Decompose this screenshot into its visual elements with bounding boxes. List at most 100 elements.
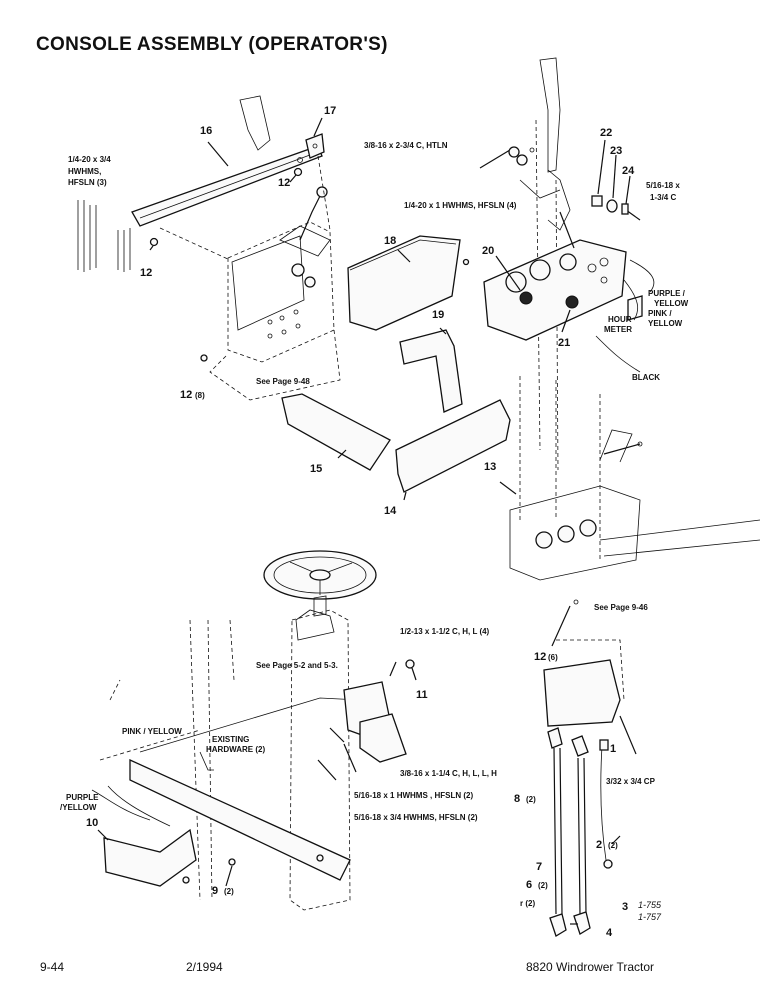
steering-pedestal xyxy=(289,595,351,911)
callout-12-lower-qty: (6) xyxy=(548,653,558,662)
note-existing-hardware: HARDWARE (2) xyxy=(206,745,265,754)
callout-labels: 1 2 (2) 3 4 6 (2) 7 8 (2) 9 (2) 10 11 12… xyxy=(86,105,635,939)
callout-20: 20 xyxy=(482,245,494,257)
note-hw-a: 1/4-20 x 3/4 xyxy=(68,155,111,164)
note-hour: HOUR xyxy=(608,315,632,324)
note-cotter-pin: 3/32 x 3/4 CP xyxy=(606,777,656,786)
note-hw-5-16-b: 5/16-18 x 3/4 HWHMS, HFSLN (2) xyxy=(354,813,478,822)
control-knobs xyxy=(549,911,591,937)
part-12-bolt-left xyxy=(200,354,208,362)
part-12-nuts-upper xyxy=(149,167,303,247)
note-see-page-5-2: See Page 5-2 and 5-3. xyxy=(256,661,338,670)
note-see-page-9-46: See Page 9-46 xyxy=(594,603,648,612)
callout-6: 6 xyxy=(526,879,532,891)
linkage-rod xyxy=(599,519,761,557)
hour-meter xyxy=(627,295,643,321)
pedestal-screws xyxy=(317,727,357,781)
note-hw-c: HFSLN (3) xyxy=(68,178,107,187)
part-21-knob xyxy=(565,295,579,309)
part-3-cable xyxy=(599,739,613,869)
note-existing: EXISTING xyxy=(212,735,249,744)
callout-2: 2 xyxy=(596,839,602,851)
callout-21: 21 xyxy=(558,337,570,349)
part-19-bracket xyxy=(399,329,463,413)
note-pink-yellow-2: YELLOW xyxy=(648,319,683,328)
callout-10: 10 xyxy=(86,817,98,829)
note-hw-5-16-a: 5/16-18 x 1 HWHMS , HFSLN (2) xyxy=(354,791,473,800)
note-purple-left: PURPLE xyxy=(66,793,99,802)
note-ref-2: 1-757 xyxy=(638,912,662,922)
note-purple-yellow-1: PURPLE / xyxy=(648,289,686,298)
part-1-box xyxy=(543,639,625,727)
note-hw-b: HWHMS, xyxy=(68,167,101,176)
htln-bolt-assembly xyxy=(479,146,561,199)
existing-hardware xyxy=(199,751,214,771)
callout-2-qty: (2) xyxy=(608,841,618,850)
part-24-bolt xyxy=(621,203,641,221)
part-11-bolt xyxy=(389,659,415,677)
callout-22: 22 xyxy=(600,127,612,139)
note-ref-1: 1-755 xyxy=(638,900,662,910)
bracket-left-lower xyxy=(343,681,407,763)
part-22-spacer xyxy=(591,195,603,207)
part-20-knob xyxy=(519,291,533,305)
callout-1: 1 xyxy=(610,743,616,755)
control-valve-block xyxy=(509,376,643,581)
note-c24b: 1-3/4 C xyxy=(650,193,676,202)
callout-18: 18 xyxy=(384,235,396,247)
note-pink-yellow-1: PINK / xyxy=(648,309,672,318)
part-17-bracket xyxy=(305,133,325,159)
callout-12-upper: 12 xyxy=(278,177,290,189)
note-yellow-left: /YELLOW xyxy=(60,803,97,812)
part-13-screw xyxy=(499,481,517,495)
callout-4: 4 xyxy=(606,927,613,939)
callout-19: 19 xyxy=(432,309,444,321)
steering-wheel xyxy=(263,550,377,600)
page-title: CONSOLE ASSEMBLY (OPERATOR'S) xyxy=(36,34,388,55)
note-hw4: 1/4-20 x 1 HWHMS, HFSLN (4) xyxy=(404,201,517,210)
console-bracket xyxy=(209,186,341,401)
note-r-qty: r (2) xyxy=(520,899,535,908)
callout-3: 3 xyxy=(622,901,628,913)
callout-14: 14 xyxy=(384,505,397,517)
callout-24: 24 xyxy=(622,165,635,177)
footer-page-number: 9-44 xyxy=(40,960,65,974)
wire-black xyxy=(595,335,641,373)
part-4-rod xyxy=(577,757,587,915)
note-hw-3-8: 3/8-16 x 1-1/4 C, H, L, L, H xyxy=(400,769,497,778)
callout-12-lower: 12 xyxy=(534,651,546,663)
instrument-panel xyxy=(483,239,627,341)
note-c24a: 5/16-18 x xyxy=(646,181,680,190)
footer-date: 2/1994 xyxy=(186,960,223,974)
callout-16: 16 xyxy=(200,125,212,137)
part-7-rod xyxy=(553,747,563,915)
part-23-washer xyxy=(606,199,618,213)
part-16-mounting-rail xyxy=(131,145,323,227)
callout-11: 11 xyxy=(416,689,428,701)
part-14-panel xyxy=(395,399,511,493)
note-purple-yellow-2: YELLOW xyxy=(654,299,689,308)
callout-12-bracket-qty: (8) xyxy=(195,391,205,400)
part-8-elbow xyxy=(547,727,563,749)
note-htln: 3/8-16 x 2-3/4 C, HTLN xyxy=(364,141,448,150)
footer-model-name: 8820 Windrower Tractor xyxy=(526,960,655,974)
hardware-notes: 1/4-20 x 3/4 HWHMS, HFSLN (3) 3/8-16 x 2… xyxy=(60,141,689,922)
wire-pink-yellow xyxy=(623,279,639,321)
callout-9-qty: (2) xyxy=(224,887,234,896)
callout-12-left: 12 xyxy=(140,267,152,279)
note-meter: METER xyxy=(604,325,632,334)
side-frame-posts xyxy=(77,95,271,272)
wire-purple-yellow xyxy=(629,259,655,293)
part-15-panel xyxy=(281,393,391,471)
part-10-plate xyxy=(103,828,197,887)
part-18-tray xyxy=(347,235,461,331)
note-see-page-9-48: See Page 9-48 xyxy=(256,377,310,386)
callout-23: 23 xyxy=(610,145,622,157)
callout-8: 8 xyxy=(514,793,520,805)
callout-12-bracket: 12 xyxy=(180,389,192,401)
part-9-bolts xyxy=(225,854,324,887)
callout-15: 15 xyxy=(310,463,322,475)
part-2-elbow xyxy=(571,735,589,757)
callout-6-qty: (2) xyxy=(538,881,548,890)
callout-7: 7 xyxy=(536,861,542,873)
